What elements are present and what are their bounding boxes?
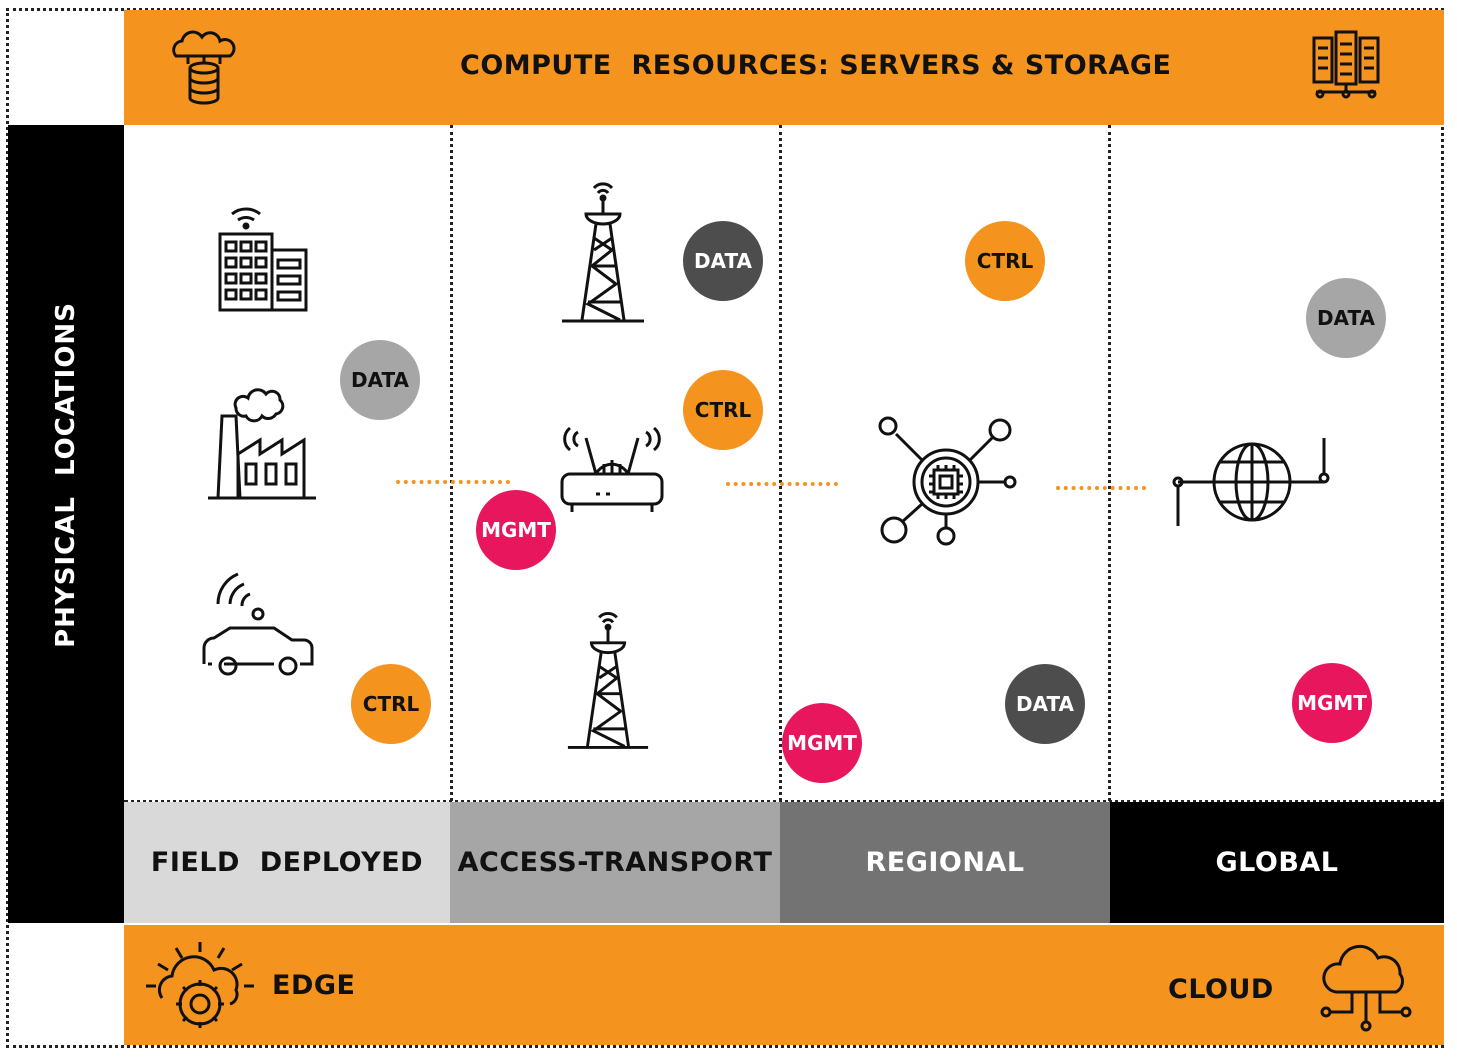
connector-dashes	[1056, 486, 1146, 490]
physical-locations-bar	[8, 125, 124, 923]
data-badge: DATA	[683, 221, 763, 301]
physical-locations-label: PHYSICAL LOCATIONS	[51, 302, 81, 648]
sun-cloud-gear-icon	[142, 940, 260, 1036]
compute-resources-title: COMPUTE RESOURCES: SERVERS & STORAGE	[460, 50, 1172, 81]
ctrl-badge: CTRL	[965, 221, 1045, 301]
tier-separator	[124, 800, 1444, 803]
tier-global: GLOBAL	[1110, 802, 1444, 923]
tier-label: GLOBAL	[1215, 847, 1339, 878]
connector-dashes	[726, 482, 838, 486]
data-badge: DATA	[340, 340, 420, 420]
cell-tower-icon	[564, 606, 652, 752]
column-divider	[450, 125, 453, 801]
tier-regional: REGIONAL	[780, 802, 1110, 923]
mgmt-badge: MGMT	[782, 703, 862, 783]
connector-dashes	[396, 480, 510, 484]
cloud-database-icon	[166, 28, 242, 106]
cloud-network-icon	[1318, 940, 1414, 1032]
tier-access-transport: ACCESS-TRANSPORT	[450, 802, 780, 923]
ctrl-badge: CTRL	[351, 664, 431, 744]
ctrl-badge: CTRL	[683, 370, 763, 450]
data-badge: DATA	[1005, 664, 1085, 744]
factory-icon	[206, 386, 318, 504]
cloud-label: CLOUD	[1168, 974, 1274, 1005]
tier-label: FIELD DEPLOYED	[150, 847, 424, 878]
compute-resources-band	[124, 10, 1444, 125]
server-rack-icon	[1308, 28, 1384, 100]
network-hub-chip-icon	[872, 410, 1020, 552]
tier-field-deployed: FIELD DEPLOYED	[124, 802, 450, 923]
edge-cloud-band	[124, 925, 1444, 1045]
wifi-router-icon	[556, 414, 668, 516]
data-badge: DATA	[1306, 278, 1386, 358]
tier-label: ACCESS-TRANSPORT	[457, 847, 773, 878]
cell-tower-icon	[558, 178, 648, 324]
physical-locations-label-box: PHYSICAL LOCATIONS	[8, 125, 124, 801]
edge-label: EDGE	[272, 970, 356, 1001]
tier-label: REGIONAL	[865, 847, 1025, 878]
smart-building-icon	[214, 200, 310, 314]
connected-car-icon	[196, 566, 318, 684]
mgmt-badge: MGMT	[1292, 663, 1372, 743]
mgmt-badge: MGMT	[476, 490, 556, 570]
column-divider	[1108, 125, 1111, 801]
globe-network-icon	[1168, 432, 1334, 530]
diagram-frame	[6, 8, 1444, 1048]
column-divider	[779, 125, 782, 801]
